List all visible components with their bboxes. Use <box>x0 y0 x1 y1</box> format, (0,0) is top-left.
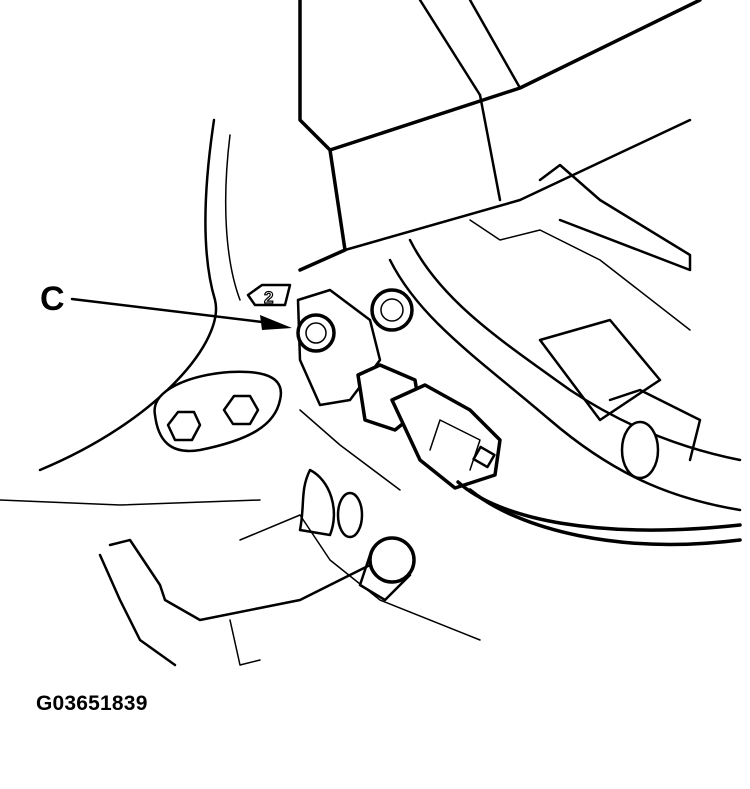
callout-arrowhead <box>260 315 292 330</box>
embossed-marker <box>246 283 292 307</box>
hex-hole-1 <box>166 410 202 442</box>
callout-leader <box>70 297 264 324</box>
shaft-outline <box>298 0 347 272</box>
callout-label-c: C <box>40 280 65 318</box>
hex-hole-2 <box>222 394 260 426</box>
pin-head <box>368 536 416 584</box>
hose-clamp <box>620 420 660 480</box>
hose-upper <box>388 258 742 512</box>
housing-outline <box>38 118 218 472</box>
svg-text:2: 2 <box>264 288 273 307</box>
figure-id: G03651839 <box>36 692 148 715</box>
lower-frame <box>108 538 382 622</box>
connector <box>390 383 502 490</box>
cable <box>456 480 742 532</box>
slot <box>336 491 364 539</box>
